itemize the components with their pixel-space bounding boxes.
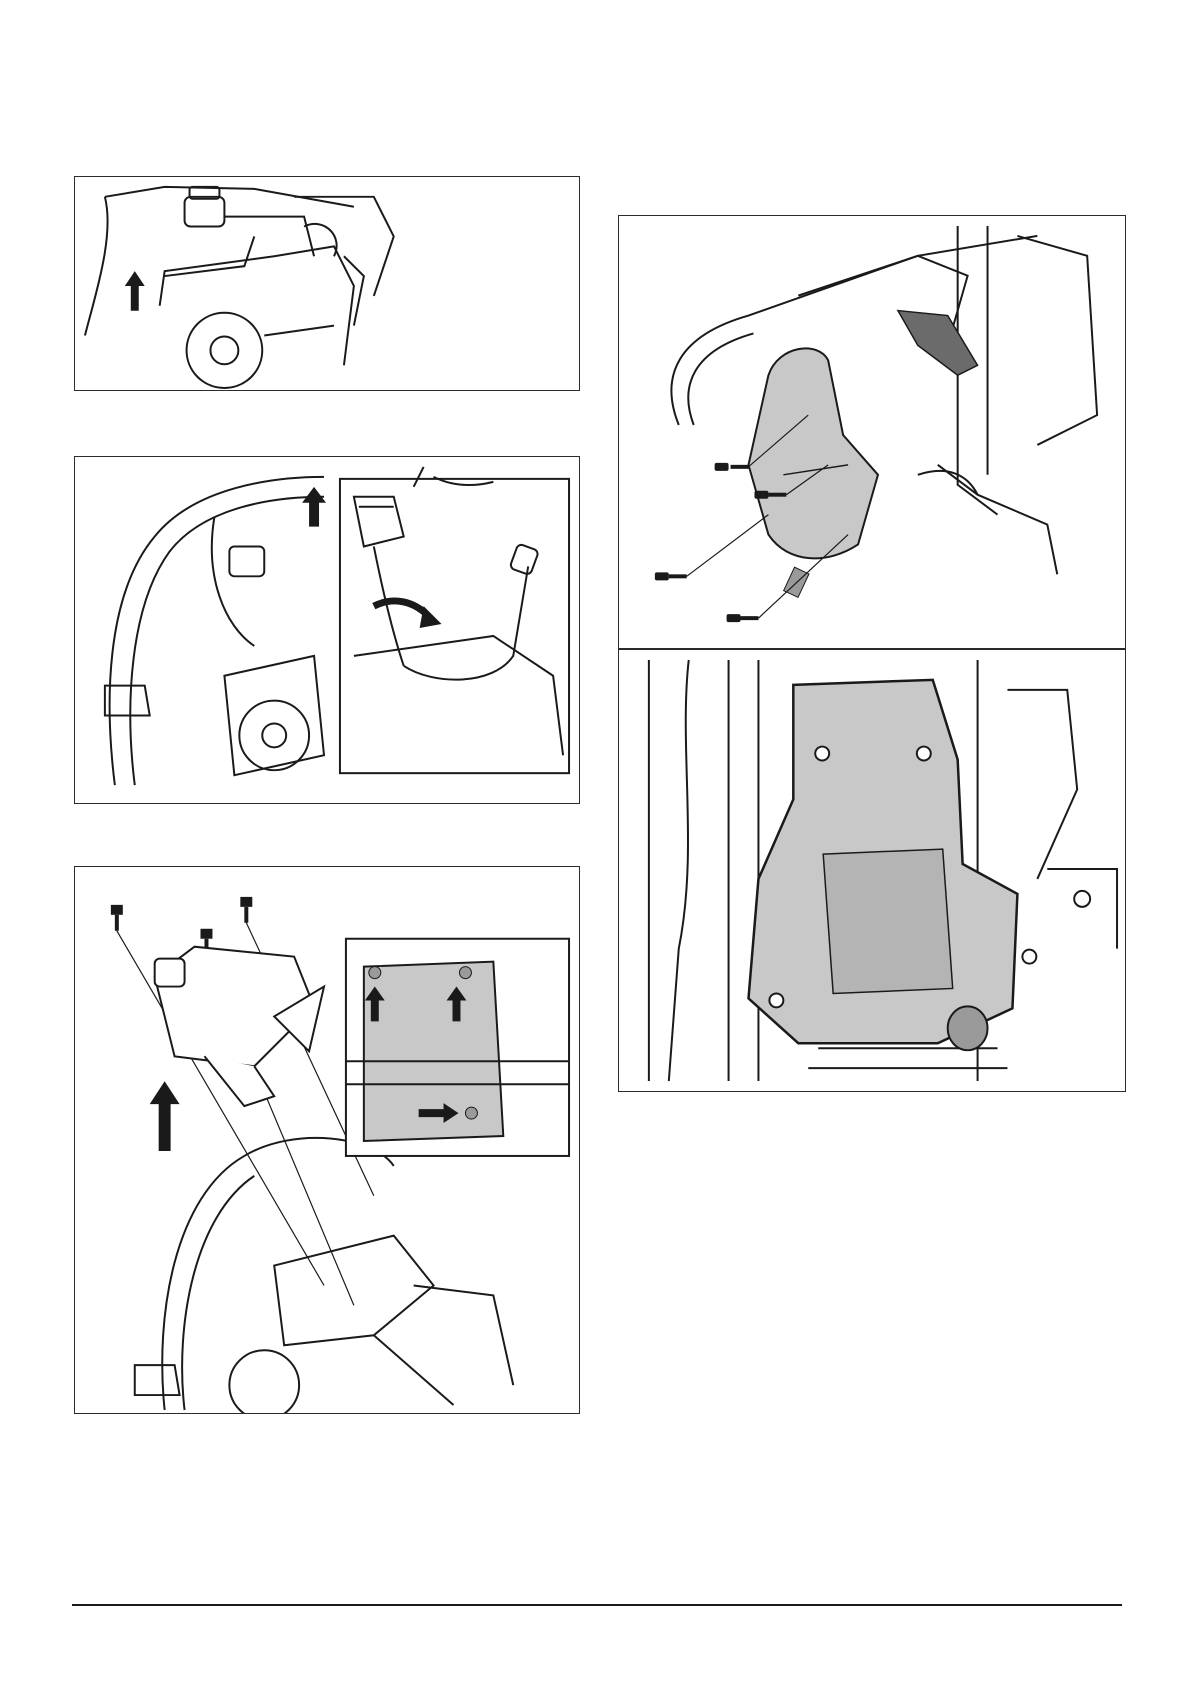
gasket-part [898,311,978,376]
lift-cover-arrow-icon [150,1081,180,1151]
figure-4-illustration [619,216,1125,648]
figure-5-illustration [619,650,1125,1091]
footer-rule [72,1604,1122,1606]
muffler-part [748,348,877,597]
figure-disconnect-ignition-cable [74,456,580,804]
screw-icons [111,897,252,955]
figure-muffler-exploded [618,215,1126,649]
figure-1-illustration [75,177,579,390]
inset-detail-frame [340,479,569,773]
figure-muffler-fitted [618,649,1126,1092]
figure-3-illustration [75,867,579,1413]
pull-up-arrow-icon [302,487,326,527]
figure-2-illustration [75,457,579,803]
figure-lift-top-cover [74,176,580,391]
figure-remove-cover-screws [74,866,580,1414]
lift-arrow-icon [125,271,145,311]
